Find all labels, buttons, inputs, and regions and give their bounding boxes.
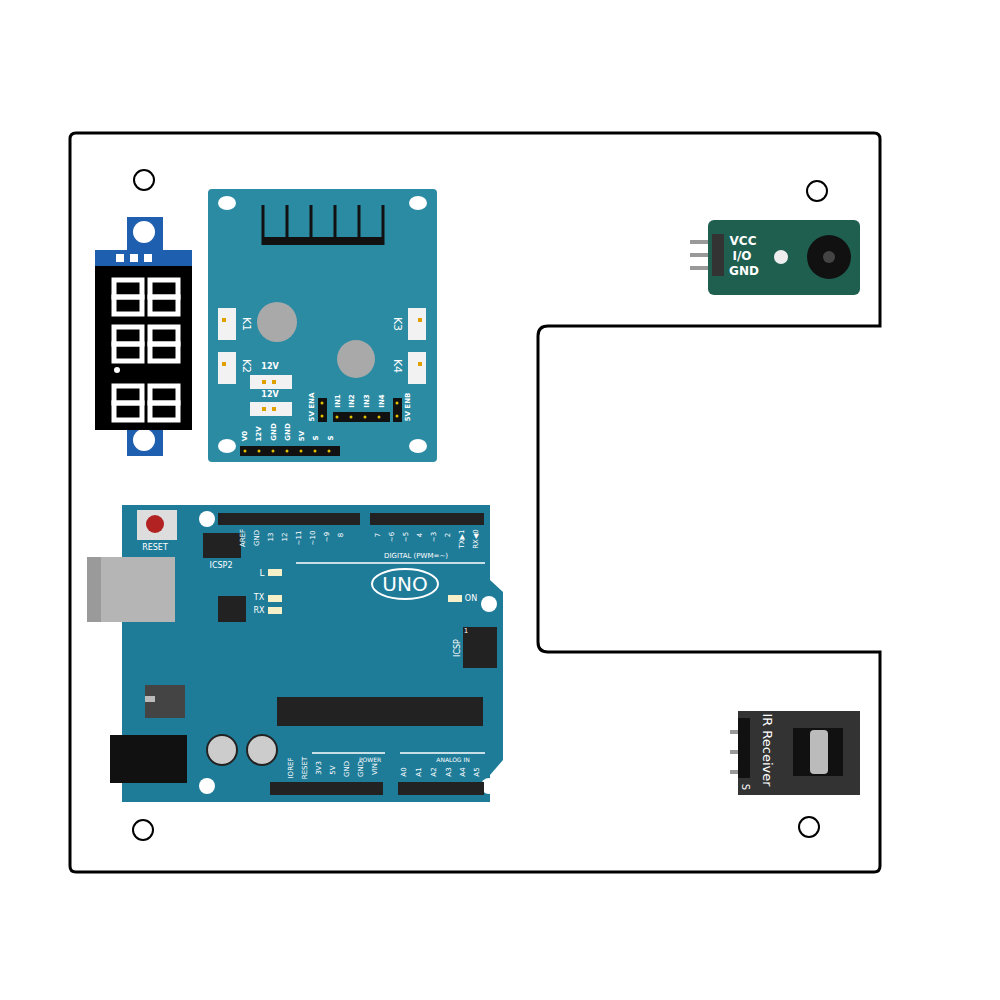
- pin-label: K2: [241, 359, 252, 373]
- seven-segment-display: [95, 217, 192, 456]
- pin-label: ANALOG IN: [436, 757, 469, 763]
- pin-label: 13: [268, 533, 275, 542]
- pin-label: TX: [254, 594, 264, 602]
- pin-label: GND: [285, 423, 292, 440]
- pin-label: 8: [338, 533, 345, 537]
- pin-label: ON: [465, 595, 477, 603]
- arduino-uno-board: [87, 505, 503, 802]
- pin-label: 12V: [261, 391, 278, 399]
- pin-label: A4: [460, 767, 467, 776]
- pin-label: TX▶1: [459, 530, 466, 549]
- pin-label: I/O: [732, 250, 751, 262]
- pin-label: IN4: [379, 394, 386, 407]
- buzzer-module: [690, 220, 860, 295]
- pin-label: K3: [392, 317, 403, 331]
- pin-label: IN3: [364, 394, 371, 407]
- pin-label: 12V: [256, 426, 263, 441]
- pin-label: ~5: [403, 532, 410, 542]
- pin-label: ~3: [431, 532, 438, 542]
- pin-label: VIN: [372, 763, 379, 775]
- pin-label: A0: [401, 767, 408, 776]
- pin-label: 5V: [299, 431, 306, 441]
- pin-label: 12V: [261, 363, 278, 371]
- pin-label: S: [740, 784, 750, 790]
- ir-receiver-module: [730, 711, 860, 795]
- pin-label: VCC: [730, 235, 757, 247]
- pin-label: K1: [241, 317, 252, 331]
- relay-driver-module: [208, 189, 437, 462]
- pin-label: IN1: [335, 394, 342, 407]
- pin-label: 3V3: [316, 761, 323, 775]
- mounting-plate: [70, 133, 880, 872]
- pin-label: GND: [344, 761, 351, 777]
- pin-label: ICSP2: [210, 562, 233, 570]
- pin-label: IN2: [349, 394, 356, 407]
- pin-label: RX: [253, 607, 264, 615]
- pin-label: A2: [431, 767, 438, 776]
- pin-label: A3: [446, 767, 453, 776]
- pin-label: IR Receiver: [761, 713, 774, 786]
- pin-label: L: [259, 569, 264, 578]
- pin-label: 5V ENB: [405, 393, 412, 422]
- pin-label: ICSP: [454, 639, 462, 657]
- pin-label: 7: [375, 533, 382, 537]
- pin-label: K4: [392, 359, 403, 373]
- pin-label: ~10: [310, 531, 317, 546]
- pin-label: POWER: [359, 757, 381, 763]
- pin-label: ~9: [324, 532, 331, 542]
- pin-label: ~11: [296, 531, 303, 546]
- pin-label: GND: [271, 423, 278, 440]
- pin-label: UNO: [382, 574, 427, 594]
- pin-label: 12: [282, 533, 289, 542]
- pin-label: 5V: [330, 765, 337, 774]
- pin-label: DIGITAL (PWM=~): [384, 553, 448, 560]
- pin-label: RESET: [302, 757, 309, 779]
- pin-label: GND: [729, 265, 759, 277]
- pin-label: A5: [474, 767, 481, 776]
- pin-label: RX◀0: [473, 529, 480, 549]
- pin-label: 1: [464, 628, 468, 635]
- pin-label: S: [328, 435, 335, 440]
- pin-label: IOREF: [288, 758, 295, 779]
- pin-label: ~6: [389, 532, 396, 542]
- pin-label: 2: [445, 533, 452, 537]
- pin-label: GND: [254, 530, 261, 546]
- pin-label: V0: [242, 431, 249, 441]
- pin-label: 4: [417, 533, 424, 537]
- pin-label: S: [313, 435, 320, 440]
- pin-label: GND: [358, 761, 365, 777]
- pin-label: 5V ENA: [309, 393, 316, 422]
- pin-label: A1: [416, 767, 423, 776]
- pin-label: RESET: [142, 544, 168, 552]
- pin-label: AREF: [240, 529, 247, 547]
